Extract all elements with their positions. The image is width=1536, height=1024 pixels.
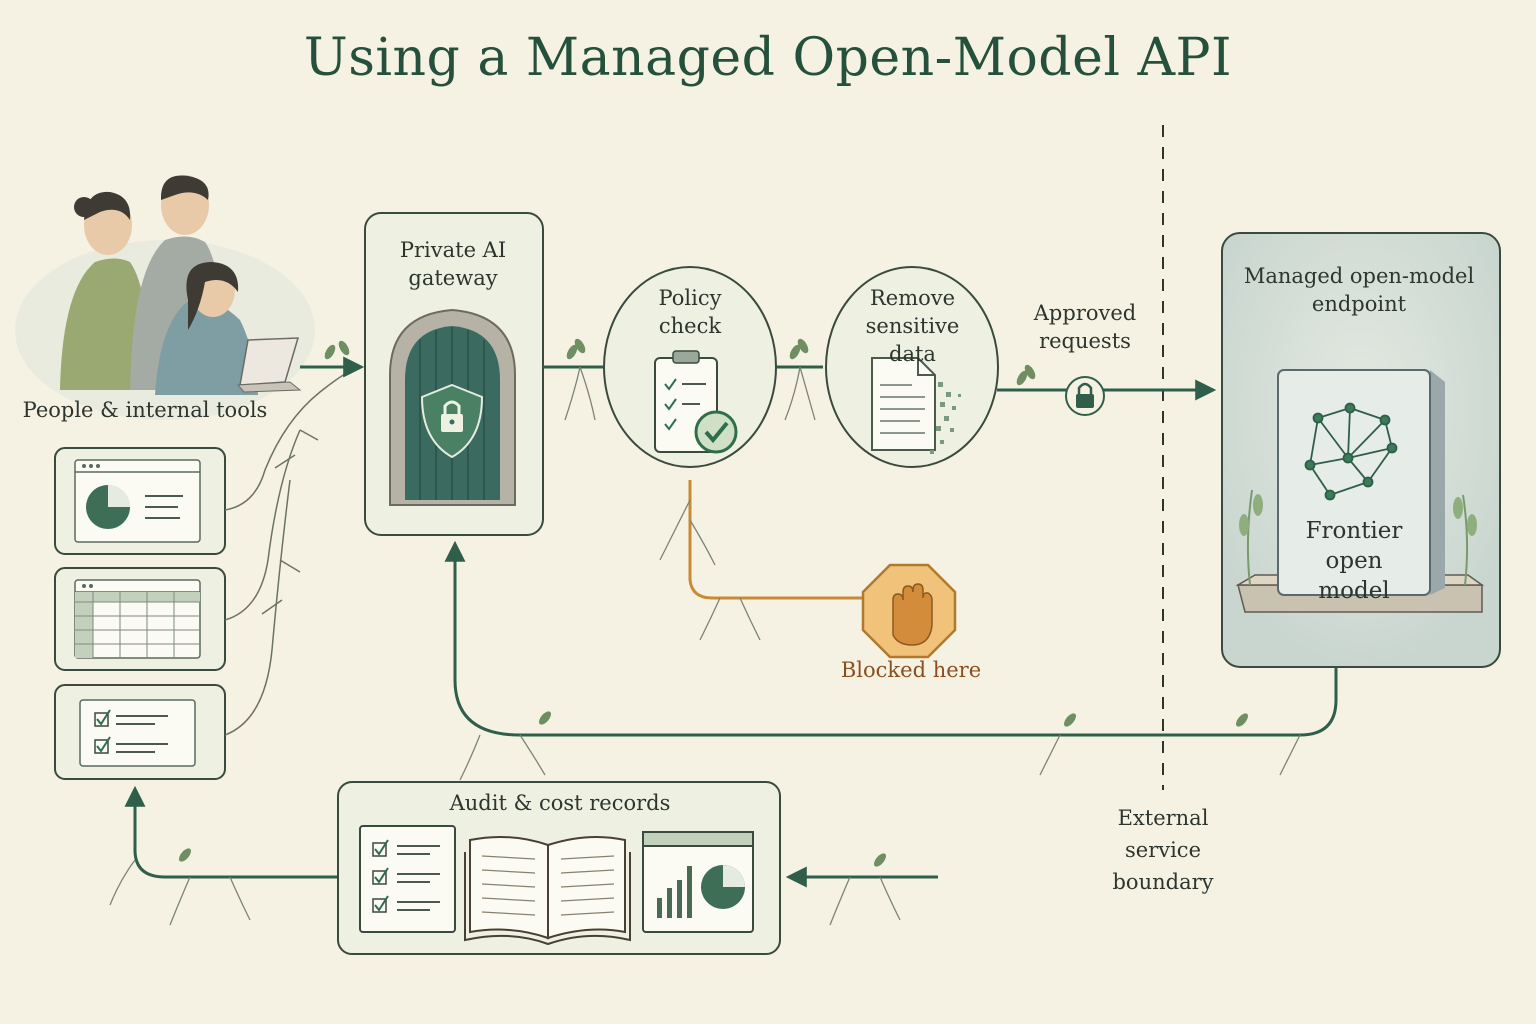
endpoint-label: Managed open-model endpoint — [1243, 264, 1475, 316]
audit-label: Audit & cost records — [449, 791, 671, 815]
root-connectors — [224, 367, 356, 736]
network-graph-icon — [1304, 402, 1398, 501]
padlock-icon — [1065, 376, 1105, 416]
arched-door-shield-lock-icon — [389, 308, 516, 506]
people-label: People & internal tools — [22, 398, 268, 422]
laptop-icon — [236, 337, 302, 393]
arrow-audit-to-tools — [124, 785, 338, 879]
decorative-roots — [109, 366, 1301, 926]
policy-check-label: Policy check — [658, 286, 722, 338]
redacted-document-icon — [871, 357, 961, 454]
policy-check-node — [603, 266, 777, 468]
stop-hand-octagon-icon — [861, 563, 957, 659]
page-title: Using a Managed Open-Model API — [303, 28, 1233, 88]
chart-window-icon — [642, 831, 754, 933]
open-book-icon — [464, 836, 631, 946]
spreadsheet-window-icon — [54, 567, 226, 671]
remove-sensitive-data-node — [825, 266, 999, 468]
leaf-decorations — [179, 338, 1248, 867]
blocked-label: Blocked here — [840, 658, 982, 682]
blocked-branch-line — [688, 480, 868, 600]
approved-requests-label: Approved requests — [1033, 301, 1137, 353]
external-boundary-label: External service boundary — [1112, 806, 1214, 894]
checklist-icon — [359, 825, 456, 933]
clipboard-check-icon — [654, 350, 738, 454]
people-illustration — [15, 175, 315, 420]
gateway-card — [364, 212, 544, 536]
dashboard-window-icon — [54, 447, 226, 555]
audit-records-card — [337, 781, 781, 955]
remove-sensitive-data-label: Remove sensitive data — [865, 286, 960, 366]
gateway-label: Private AI gateway — [399, 238, 507, 290]
checklist-window-icon — [54, 684, 226, 780]
return-arrow-to-gateway — [444, 540, 1338, 737]
endpoint-card — [1221, 232, 1501, 668]
model-label: Frontier open model — [1305, 518, 1403, 604]
